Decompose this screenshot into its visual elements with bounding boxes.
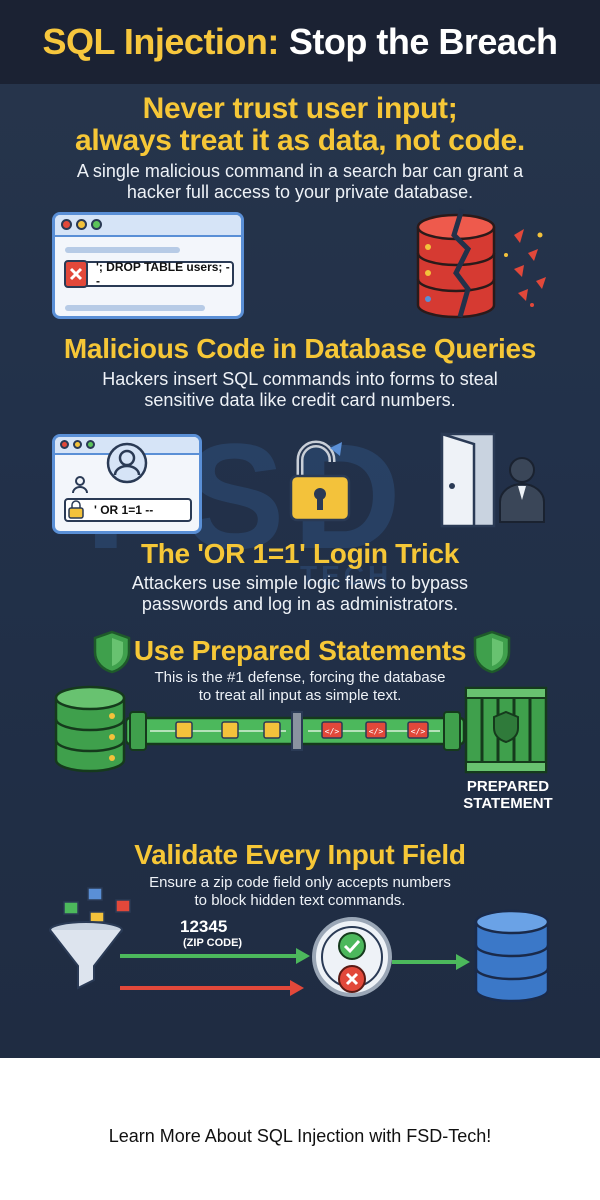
prepared-statement-cage-icon — [464, 686, 548, 774]
code-tag: </> — [369, 727, 384, 736]
user-avatar-icon — [106, 442, 148, 484]
section-4-line-1: Ensure a zip code field only accepts num… — [149, 874, 451, 891]
text-line-placeholder — [65, 305, 205, 311]
validation-flow — [120, 948, 470, 996]
open-door-admin-icon — [440, 432, 545, 528]
close-dot-icon — [61, 219, 72, 230]
username-icon — [72, 476, 88, 494]
prepared-label-line-1: PREPARED — [466, 778, 550, 795]
title-bar: SQL Injection: Stop the Breach — [0, 0, 600, 84]
headline-line-2: always treat it as data, not code. — [75, 124, 525, 157]
input-pipeline: </> </> </> — [126, 711, 466, 751]
maximize-dot-icon — [91, 219, 102, 230]
minimize-dot-icon — [73, 440, 82, 449]
validation-gate-icon — [312, 917, 392, 997]
section-3-line-1: This is the #1 defense, forcing the data… — [154, 669, 446, 686]
footer-caption: Learn More About SQL Injection with FSD-… — [108, 1126, 492, 1146]
section-1-line-1: Hackers insert SQL commands into forms t… — [102, 369, 498, 389]
title-part-1: SQL Injection: — [42, 21, 280, 62]
green-database-icon — [54, 685, 126, 773]
section-2-line-2: passwords and log in as administrators. — [141, 594, 459, 614]
malicious-search-input: '; DROP TABLE users; -- — [64, 260, 234, 288]
section-2-title: The 'OR 1=1' Login Trick — [140, 538, 460, 569]
shield-icon — [93, 630, 131, 674]
login-password-input: ' OR 1=1 -- — [64, 498, 192, 522]
text-line-placeholder — [65, 247, 180, 253]
section-2-line-1: Attackers use simple logic flaws to bypa… — [131, 573, 469, 593]
intro-line-1: A single malicious command in a search b… — [76, 161, 524, 181]
intro-line-2: hacker full access to your private datab… — [126, 182, 474, 202]
title-part-2: Stop the Breach — [288, 21, 558, 62]
malicious-input-text: '; DROP TABLE users; -- — [96, 260, 230, 288]
section-3-title: Use Prepared Statements — [133, 635, 467, 666]
window-titlebar — [55, 215, 241, 237]
code-tag: </> — [325, 727, 340, 736]
code-tag: </> — [411, 727, 426, 736]
broken-database-icon — [416, 208, 546, 319]
shield-icon — [473, 630, 511, 674]
login-input-text: ' OR 1=1 -- — [94, 503, 154, 517]
minimize-dot-icon — [76, 219, 87, 230]
headline-line-1: Never trust user input; — [142, 92, 458, 125]
zip-value: 12345 — [180, 917, 228, 936]
section-1-line-2: sensitive data like credit card numbers. — [144, 390, 456, 410]
unlocked-padlock-icon — [289, 440, 351, 522]
section-4-line-2: to block hidden text commands. — [194, 892, 406, 909]
prepared-statement-label: PREPARED STATEMENT — [448, 778, 568, 812]
blue-database-icon — [474, 909, 550, 1003]
watermark-logo-sub: TECH — [300, 560, 393, 591]
maximize-dot-icon — [86, 440, 95, 449]
zip-label: (ZIP CODE) — [183, 937, 243, 949]
funnel-filter-icon — [49, 887, 131, 990]
prepared-label-line-2: STATEMENT — [463, 795, 553, 812]
error-x-icon — [64, 260, 88, 288]
section-1-title: Malicious Code in Database Queries — [63, 333, 537, 364]
section-3-line-2: to treat all input as simple text. — [198, 687, 402, 704]
infographic-poster: SQL Injection: Stop the Breach Never tru… — [0, 0, 600, 1058]
close-dot-icon — [60, 440, 69, 449]
lock-small-icon — [68, 500, 84, 519]
section-4-title: Validate Every Input Field — [134, 839, 466, 870]
